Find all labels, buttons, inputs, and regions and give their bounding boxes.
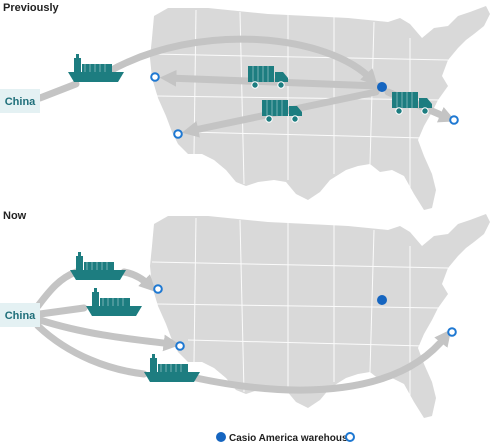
port-ring-icon — [173, 129, 183, 139]
china-label-now: China — [5, 310, 36, 322]
port-ring-icon — [447, 327, 457, 337]
legend-warehouse-icon — [216, 432, 226, 442]
warehouse-dot-icon — [377, 295, 387, 305]
section-title-previously: Previously — [3, 2, 60, 14]
china-label-previously: China — [5, 96, 36, 108]
legend-port-icon — [345, 432, 355, 442]
port-ring-icon — [175, 341, 185, 351]
port-ring-icon — [150, 72, 160, 82]
cargo-ship-icon — [85, 287, 143, 317]
china-box-now: China — [0, 303, 40, 327]
routes-now — [34, 268, 452, 394]
warehouse-dot-icon — [377, 82, 387, 92]
port-ring-icon — [449, 115, 459, 125]
section-title-now: Now — [3, 210, 27, 222]
port-ring-icon — [153, 284, 163, 294]
china-box-previously: China — [0, 89, 40, 113]
legend-warehouse-label: Casio America warehouse — [229, 433, 354, 444]
us-map-now — [150, 214, 490, 418]
us-map-previously — [150, 6, 490, 210]
cargo-ship-icon — [69, 251, 127, 281]
legend: Casio America warehouse — [216, 432, 355, 444]
